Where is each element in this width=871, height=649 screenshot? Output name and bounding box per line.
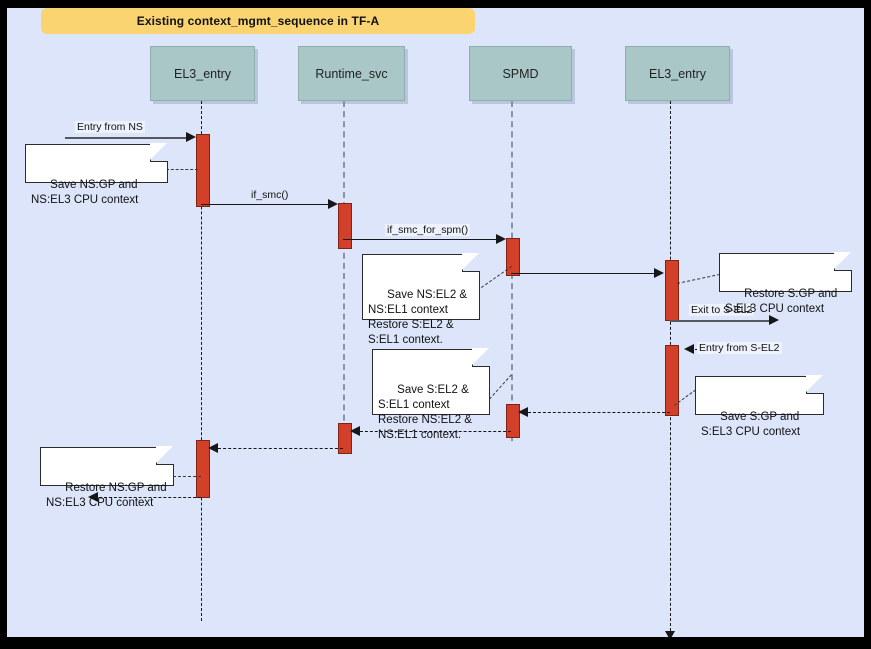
activation-bar-spmd-1 bbox=[506, 238, 520, 276]
note-text: Save S:EL2 & S:EL1 context Restore NS:EL… bbox=[378, 384, 472, 441]
message-line-runtime-svc-to-el3-left bbox=[218, 448, 343, 449]
message-line-el3-right-to-spmd bbox=[528, 412, 670, 413]
note-leader-line bbox=[166, 169, 198, 170]
note-text: Save NS:EL2 & NS:EL1 context Restore S:E… bbox=[368, 289, 468, 346]
activation-bar-runtime-svc-2 bbox=[338, 423, 352, 454]
message-label-entry-from-s-el2: Entry from S-EL2 bbox=[697, 342, 782, 354]
note-fold-corner-icon bbox=[806, 375, 824, 394]
lifeline-head-el3-entry-right[interactable]: EL3_entry bbox=[625, 46, 730, 101]
note-text: Restore S:GP and S:EL3 CPU context bbox=[725, 288, 838, 315]
lifeline-label: SPMD bbox=[502, 66, 539, 81]
arrowhead-right-icon bbox=[186, 132, 196, 142]
message-line-spmd-to-el3-right bbox=[511, 273, 655, 274]
note-fold-corner-icon bbox=[834, 252, 852, 271]
activation-bar-el3-entry-left-1 bbox=[196, 134, 210, 207]
lifeline-label: EL3_entry bbox=[174, 66, 231, 81]
arrowhead-left-icon bbox=[684, 344, 694, 354]
arrowhead-left-icon bbox=[88, 492, 98, 502]
arrowhead-right-icon bbox=[496, 234, 506, 244]
message-line-if-smc bbox=[201, 204, 329, 205]
note-save-s-el2: Save S:EL2 & S:EL1 context Restore NS:EL… bbox=[372, 348, 490, 441]
note-text: Save S:GP and S:EL3 CPU context bbox=[701, 411, 801, 438]
arrowhead-right-icon bbox=[654, 268, 664, 278]
activation-bar-spmd-2 bbox=[506, 404, 520, 438]
note-leader-line bbox=[173, 476, 201, 477]
page-title: Existing context_mgmt_sequence in TF-A bbox=[136, 14, 380, 28]
activation-bar-el3-entry-right-2 bbox=[665, 345, 679, 416]
note-fold-corner-icon bbox=[472, 348, 490, 367]
note-text: Restore NS:GP and NS:EL3 CPU context bbox=[46, 482, 167, 509]
arrowhead-left-icon bbox=[208, 443, 218, 453]
message-line-spmd-to-runtime-svc bbox=[360, 431, 511, 432]
message-line-entry-from-ns bbox=[65, 137, 187, 139]
note-leader-line bbox=[677, 273, 721, 284]
note-save-ns-el2: Save NS:EL2 & NS:EL1 context Restore S:E… bbox=[362, 253, 480, 346]
note-text: Save NS:GP and NS:EL3 CPU context bbox=[31, 179, 139, 206]
lifeline-head-runtime-svc[interactable]: Runtime_svc bbox=[298, 46, 405, 101]
note-restore-ns-gp: Restore NS:GP and NS:EL3 CPU context bbox=[40, 446, 174, 509]
lifeline-head-el3-entry-left[interactable]: EL3_entry bbox=[150, 46, 255, 101]
activation-bar-el3-entry-right-1 bbox=[665, 260, 679, 321]
message-line-if-smc-for-spm bbox=[343, 239, 497, 240]
lifeline-end-arrow-icon bbox=[665, 631, 675, 637]
arrowhead-right-icon bbox=[328, 199, 338, 209]
message-label-entry-from-ns: Entry from NS bbox=[75, 121, 145, 133]
activation-bar-runtime-svc-1 bbox=[338, 203, 352, 249]
lifeline-label: EL3_entry bbox=[649, 66, 706, 81]
message-label-if-smc: if_smc() bbox=[251, 189, 289, 201]
arrowhead-right-icon bbox=[769, 315, 779, 325]
diagram-canvas: Existing context_mgmt_sequence in TF-A E… bbox=[7, 8, 864, 637]
note-fold-corner-icon bbox=[150, 143, 168, 162]
note-save-ns-gp: Save NS:GP and NS:EL3 CPU context bbox=[25, 143, 168, 206]
arrowhead-left-icon bbox=[518, 407, 528, 417]
arrowhead-left-icon bbox=[350, 426, 360, 436]
note-fold-corner-icon bbox=[156, 446, 174, 465]
lifeline-head-spmd[interactable]: SPMD bbox=[469, 46, 572, 101]
note-fold-corner-icon bbox=[462, 253, 480, 272]
note-save-s-gp: Save S:GP and S:EL3 CPU context bbox=[695, 375, 824, 438]
lifeline-runtime-svc bbox=[343, 101, 345, 451]
message-label-if-smc-for-spm: if_smc_for_spm() bbox=[385, 224, 471, 236]
lifeline-el3-entry-left bbox=[201, 101, 202, 621]
message-line-exit-to-s-el2 bbox=[670, 320, 770, 322]
message-label-exit-to-s-el2: Exit to S-EL2 bbox=[689, 304, 755, 316]
activation-bar-el3-entry-left-2 bbox=[196, 440, 210, 498]
diagram-title-banner: Existing context_mgmt_sequence in TF-A bbox=[41, 8, 475, 34]
note-leader-line bbox=[477, 265, 512, 291]
message-line-el3-left-exit bbox=[99, 497, 201, 498]
lifeline-label: Runtime_svc bbox=[315, 66, 388, 81]
note-restore-s-gp: Restore S:GP and S:EL3 CPU context bbox=[719, 252, 852, 315]
